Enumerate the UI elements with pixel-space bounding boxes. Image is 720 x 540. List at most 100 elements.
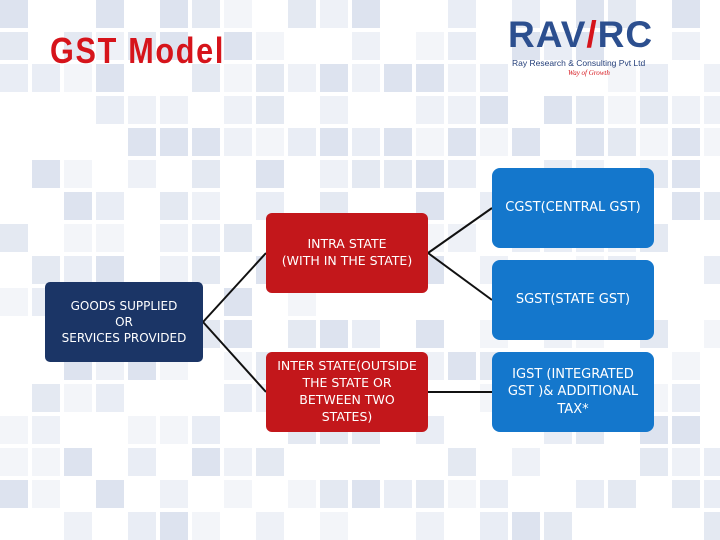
background-tile <box>64 448 92 476</box>
background-tile <box>64 64 92 92</box>
background-tile <box>672 0 700 28</box>
background-tile <box>128 128 156 156</box>
background-tile <box>480 96 508 124</box>
background-tile <box>320 320 348 348</box>
background-tile <box>352 320 380 348</box>
background-tile <box>224 128 252 156</box>
background-tile <box>160 0 188 28</box>
background-tile <box>256 128 284 156</box>
background-tile <box>224 224 252 252</box>
background-tile <box>704 480 720 508</box>
background-tile <box>704 320 720 348</box>
background-tile <box>672 96 700 124</box>
background-tile <box>192 0 220 28</box>
background-tile <box>128 512 156 540</box>
background-tile <box>192 160 220 188</box>
background-tile <box>192 512 220 540</box>
background-tile <box>160 416 188 444</box>
background-tile <box>672 32 700 60</box>
inter-state-node: INTER STATE(OUTSIDE THE STATE OR BETWEEN… <box>266 352 428 432</box>
background-tile <box>96 480 124 508</box>
background-tile <box>224 480 252 508</box>
background-tile <box>448 64 476 92</box>
background-tile <box>256 96 284 124</box>
background-tile <box>160 224 188 252</box>
background-tile <box>512 448 540 476</box>
background-tile <box>480 128 508 156</box>
background-tile <box>416 96 444 124</box>
background-tile <box>288 480 316 508</box>
background-tile <box>192 64 220 92</box>
background-tile <box>192 448 220 476</box>
background-tile <box>256 160 284 188</box>
background-tile <box>32 256 60 284</box>
connector-intra-to-cgst <box>427 207 493 254</box>
goods-services-node: GOODS SUPPLIED OR SERVICES PROVIDED <box>45 282 203 362</box>
intra-state-node: INTRA STATE (WITH IN THE STATE) <box>266 213 428 293</box>
background-tile <box>128 160 156 188</box>
background-tile <box>64 192 92 220</box>
logo-company-name: Ray Research & Consulting Pvt Ltd <box>512 58 646 68</box>
background-tile <box>448 448 476 476</box>
background-tile <box>32 384 60 412</box>
background-tile <box>384 480 412 508</box>
background-tile <box>96 96 124 124</box>
background-tile <box>576 480 604 508</box>
background-tile <box>352 32 380 60</box>
background-tile <box>0 288 28 316</box>
background-tile <box>320 480 348 508</box>
background-tile <box>64 160 92 188</box>
background-tile <box>320 0 348 28</box>
background-tile <box>160 192 188 220</box>
background-tile <box>288 128 316 156</box>
background-tile <box>288 64 316 92</box>
background-tile <box>128 96 156 124</box>
background-tile <box>448 0 476 28</box>
background-tile <box>0 480 28 508</box>
background-tile <box>672 480 700 508</box>
background-tile <box>320 160 348 188</box>
background-tile <box>224 0 252 28</box>
background-tile <box>704 448 720 476</box>
background-tile <box>96 224 124 252</box>
background-tile <box>640 96 668 124</box>
background-tile <box>608 0 636 28</box>
background-tile <box>576 96 604 124</box>
connector-intra-to-sgst <box>427 252 493 301</box>
background-tile <box>512 128 540 156</box>
background-tile <box>128 416 156 444</box>
background-tile <box>480 512 508 540</box>
background-tile <box>160 96 188 124</box>
background-tile <box>576 0 604 28</box>
background-tile <box>320 128 348 156</box>
background-tile <box>704 128 720 156</box>
background-tile <box>576 128 604 156</box>
background-tile <box>0 32 28 60</box>
background-tile <box>256 512 284 540</box>
background-tile <box>96 0 124 28</box>
logo-wordmark: RAV/RC <box>508 14 654 55</box>
page-title: GST Model <box>50 30 226 71</box>
background-tile <box>224 320 252 348</box>
background-tile <box>224 352 252 380</box>
background-tile <box>704 256 720 284</box>
background-tile <box>416 320 444 348</box>
background-tile <box>0 64 28 92</box>
background-tile <box>320 96 348 124</box>
background-tile <box>704 64 720 92</box>
background-tile <box>672 416 700 444</box>
background-tile <box>512 32 540 60</box>
background-tile <box>224 96 252 124</box>
background-tile <box>480 480 508 508</box>
background-tile <box>96 256 124 284</box>
background-tile <box>96 64 124 92</box>
background-tile <box>224 64 252 92</box>
background-tile <box>128 32 156 60</box>
background-tile <box>672 192 700 220</box>
background-tile <box>576 32 604 60</box>
background-tile <box>352 480 380 508</box>
background-tile <box>384 160 412 188</box>
background-tile <box>96 384 124 412</box>
background-tile <box>512 0 540 28</box>
background-tile <box>320 512 348 540</box>
